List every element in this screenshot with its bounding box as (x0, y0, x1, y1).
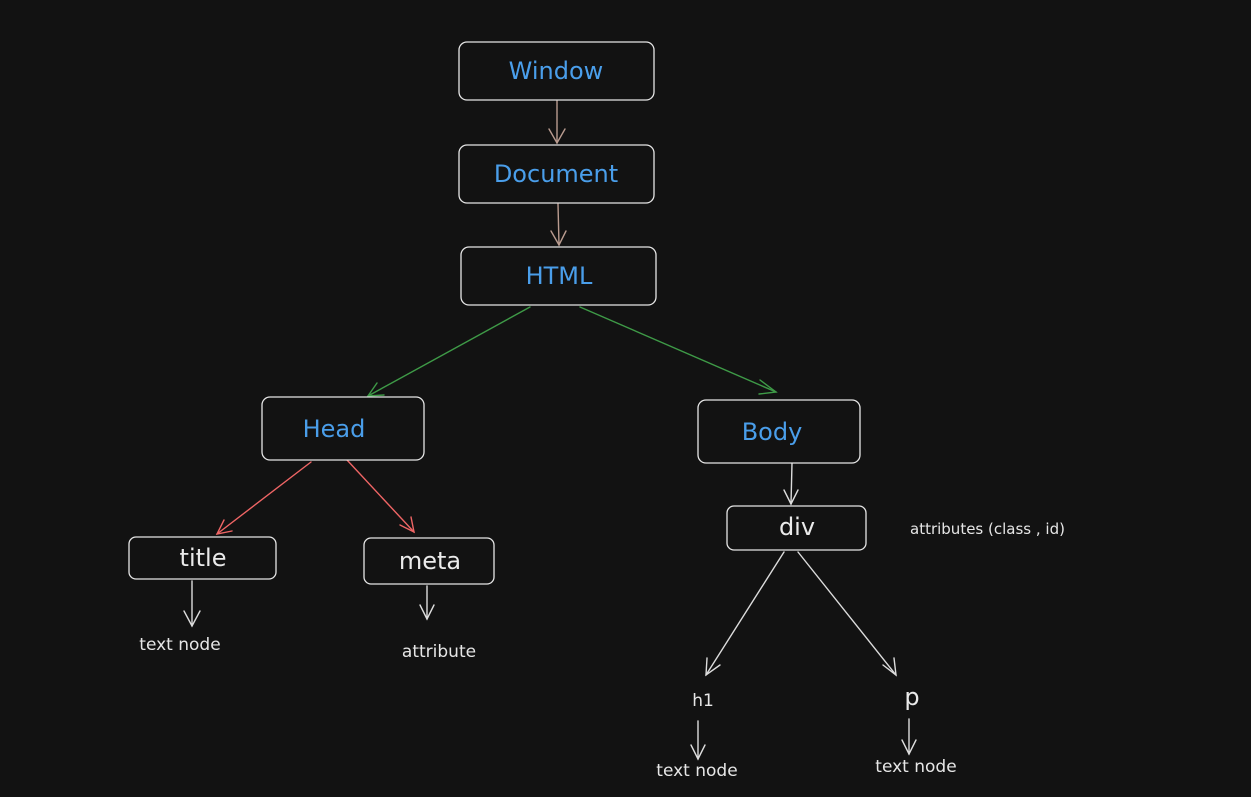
edge-head-meta (346, 459, 415, 534)
edge-meta-attribute (419, 585, 435, 621)
h1-text-node-label: text node (656, 761, 737, 781)
node-title: title (128, 536, 277, 580)
h1-label: h1 (692, 691, 714, 711)
node-html: HTML (460, 246, 657, 306)
meta-attribute-label: attribute (402, 642, 476, 662)
edge-head-title (215, 461, 312, 535)
p-label: p (904, 683, 919, 711)
edge-div-p (797, 551, 897, 677)
title-text-node-label: text node (139, 635, 220, 655)
node-div: div (726, 505, 867, 551)
node-head-label: Head (303, 415, 366, 443)
div-attributes-label: attributes (class , id) (910, 520, 1065, 538)
node-title-label: title (180, 544, 227, 572)
node-meta: meta (363, 537, 495, 585)
node-window-label: Window (509, 57, 604, 85)
edge-h1-text-node (690, 720, 706, 761)
node-div-label: div (779, 513, 815, 541)
node-html-label: HTML (526, 262, 593, 290)
node-window: Window (458, 41, 655, 101)
edge-html-head (366, 306, 531, 397)
edge-body-div (783, 462, 799, 506)
node-body-label: Body (742, 418, 803, 446)
edge-div-h1 (705, 551, 785, 677)
edge-html-body (579, 306, 778, 395)
node-meta-label: meta (399, 547, 461, 575)
node-head: Head (261, 396, 425, 461)
node-body: Body (697, 399, 861, 464)
edge-window-document (548, 100, 566, 145)
edge-document-html (550, 203, 567, 247)
node-document-label: Document (494, 160, 618, 188)
edge-title-text-node (183, 580, 201, 628)
node-document: Document (458, 144, 655, 204)
p-text-node-label: text node (875, 757, 956, 777)
edge-p-text-node (901, 718, 917, 756)
